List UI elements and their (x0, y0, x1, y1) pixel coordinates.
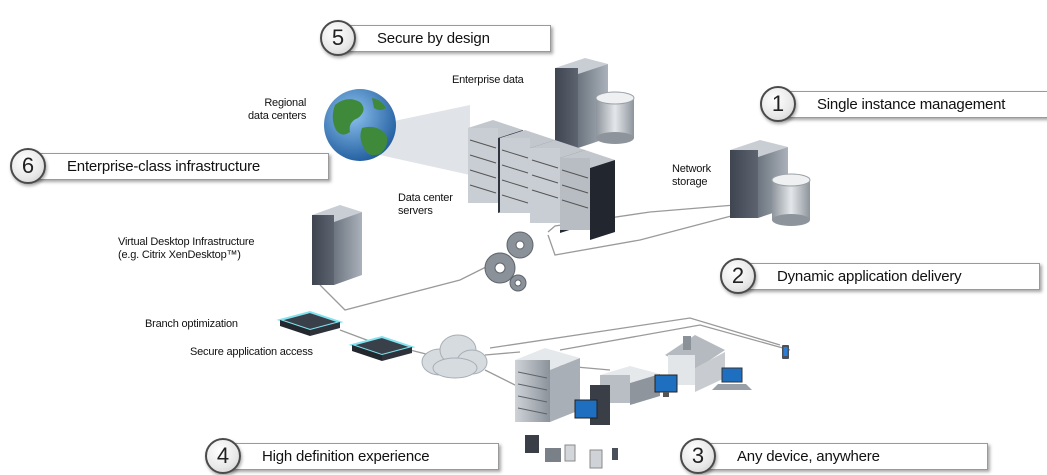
vdi-server-icon (312, 205, 362, 285)
label-data-center-servers-line1: Data center (398, 192, 453, 204)
label-regional-data-centers-line2: data centers (248, 110, 307, 122)
callout-dynamic-application-delivery-number: 2 (720, 258, 756, 294)
callout-any-device-anywhere-text: Any device, anywhere (737, 448, 880, 465)
monitor-icon (654, 374, 678, 397)
cloud-icon (421, 334, 488, 379)
peripheral-devices-icon (525, 435, 618, 469)
office-building-icon (515, 348, 580, 422)
label-data-center-servers: Data center servers (398, 192, 453, 218)
callout-high-definition-experience-number: 4 (205, 438, 241, 474)
callout-single-instance-management-text: Single instance management (817, 96, 1006, 113)
label-network-storage: Network storage (672, 163, 711, 189)
callout-single-instance-management-number: 1 (760, 86, 796, 122)
gears-icon (484, 231, 534, 292)
network-storage-disk-icon (771, 173, 811, 226)
callout-high-definition-experience-text: High definition experience (262, 448, 430, 465)
laptop-icon (712, 367, 752, 390)
callout-any-device-anywhere-box: Any device, anywhere (702, 443, 988, 470)
label-network-storage-line2: storage (672, 176, 708, 188)
branch-optimization-device-icon (276, 310, 344, 336)
callout-single-instance-management-box: Single instance management (782, 91, 1047, 118)
callout-enterprise-class-infrastructure-text: Enterprise-class infrastructure (67, 158, 261, 175)
callout-secure-by-design-text: Secure by design (377, 30, 490, 47)
callout-secure-by-design-box: Secure by design (342, 25, 551, 52)
globe-icon (324, 89, 396, 161)
label-network-storage-line1: Network (672, 163, 711, 175)
callout-dynamic-application-delivery-box: Dynamic application delivery (742, 263, 1040, 290)
callout-enterprise-class-infrastructure-number: 6 (10, 148, 46, 184)
label-regional-data-centers-line1: Regional (264, 97, 307, 109)
enterprise-data-storage-icon (595, 91, 635, 144)
callout-secure-by-design-number: 5 (320, 20, 356, 56)
data-flow-beam (375, 105, 470, 175)
callout-high-definition-experience-box: High definition experience (227, 443, 499, 470)
label-vdi-line1: Virtual Desktop Infrastructure (118, 236, 255, 248)
mobile-phone-icon (782, 345, 789, 359)
callout-enterprise-class-infrastructure-box: Enterprise-class infrastructure (32, 153, 329, 180)
desktop-pc-icon (574, 385, 610, 425)
callout-any-device-anywhere-number: 3 (680, 438, 716, 474)
label-vdi: Virtual Desktop Infrastructure (e.g. Cit… (118, 236, 254, 262)
home-office-icon (665, 335, 725, 392)
data-center-racks-icon (468, 120, 615, 240)
label-data-center-servers-line2: servers (398, 205, 433, 217)
callout-dynamic-application-delivery-text: Dynamic application delivery (777, 268, 962, 285)
label-secure-application-access: Secure application access (190, 346, 313, 358)
secure-access-device-icon (348, 335, 416, 361)
label-enterprise-data: Enterprise data (452, 74, 524, 86)
label-regional-data-centers: Regional data centers (248, 97, 306, 123)
label-branch-optimization: Branch optimization (145, 318, 238, 330)
label-vdi-line2: (e.g. Citrix XenDesktop™) (118, 249, 241, 261)
network-lines (319, 204, 791, 401)
